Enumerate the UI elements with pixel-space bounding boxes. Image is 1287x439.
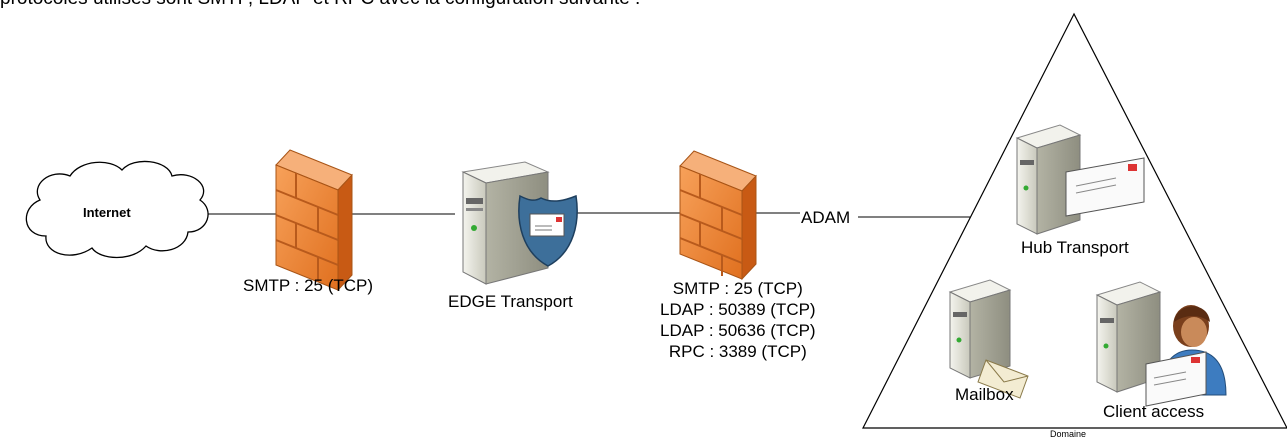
firewall-1-label: SMTP : 25 (TCP) (243, 276, 374, 295)
hub-transport-server-icon (1015, 124, 1145, 235)
internet-label: Internet (83, 205, 131, 220)
internet-cloud-icon (25, 160, 209, 259)
firewall-1-icon (275, 149, 353, 292)
firewall-2-ports: SMTP : 25 (TCP) LDAP : 50389 (TCP) LDAP … (660, 278, 816, 362)
mailbox-server-icon (948, 279, 1029, 399)
intro-text: protocoles utilisés sont SMTP, LDAP et R… (0, 0, 640, 10)
firewall-2-icon (679, 150, 757, 281)
shield-mail-icon (518, 194, 578, 267)
port-line: SMTP : 25 (TCP) (672, 279, 803, 298)
client-mail-icon (1145, 351, 1207, 407)
port-line: LDAP : 50389 (TCP) (660, 300, 816, 319)
port-line: LDAP : 50636 (TCP) (660, 321, 816, 340)
hub-transport-label: Hub Transport (1021, 238, 1129, 257)
adam-label: ADAM (801, 208, 851, 227)
domain-label: Domaine (1050, 429, 1087, 439)
client-access-label: Client access (1103, 402, 1205, 421)
edge-transport-label: EDGE Transport (448, 292, 573, 311)
port-line: RPC : 3389 (TCP) (668, 342, 807, 361)
mailbox-label: Mailbox (955, 385, 1014, 404)
